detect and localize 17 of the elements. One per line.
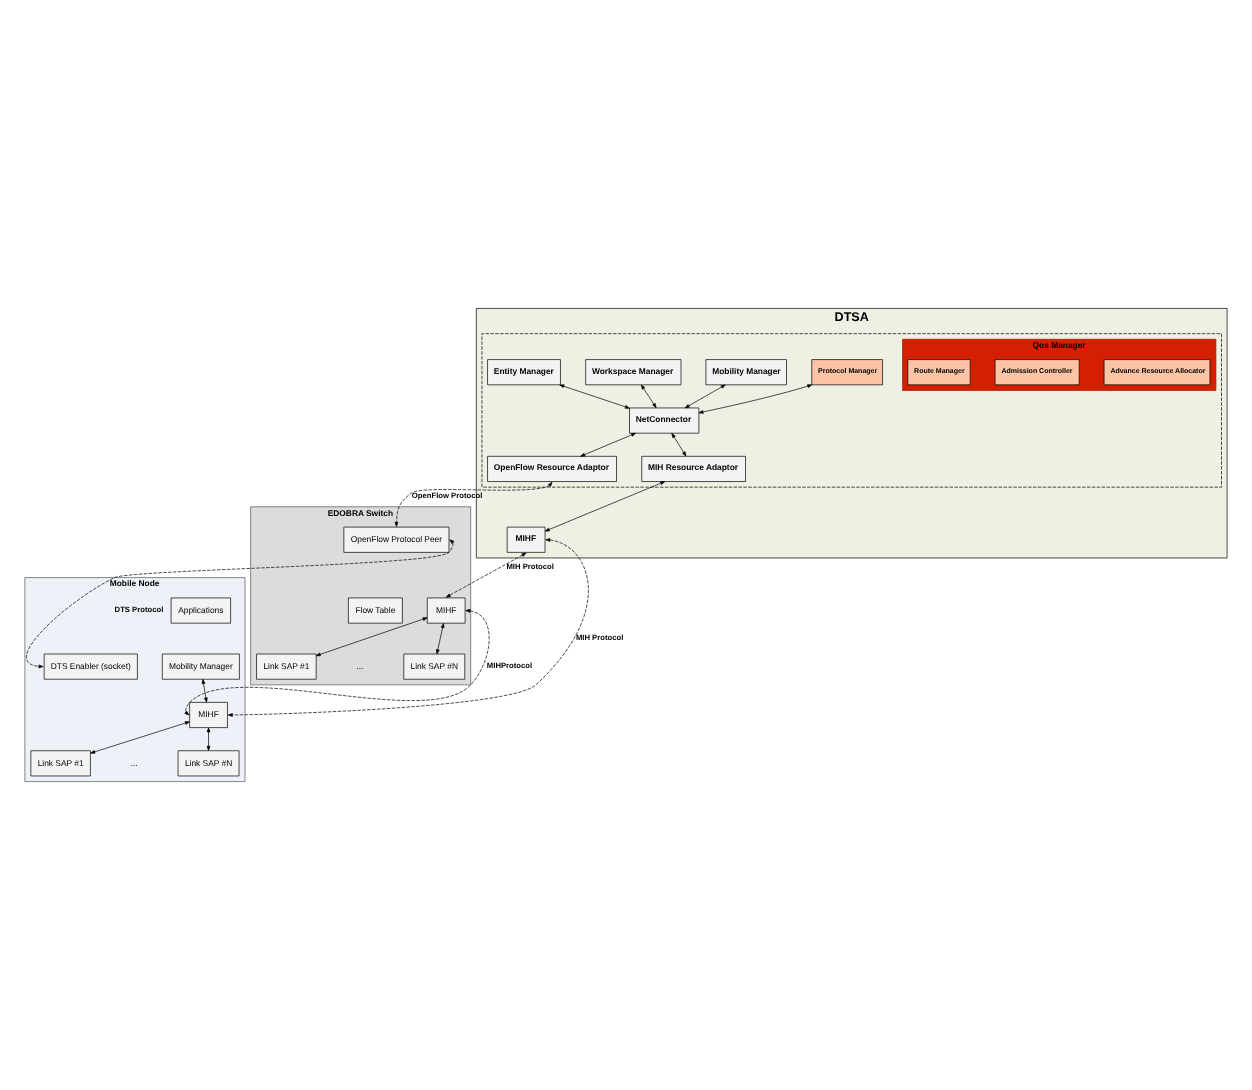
arrow — [206, 727, 211, 751]
arrow — [394, 481, 553, 527]
arrow — [544, 481, 666, 532]
arrow — [201, 679, 208, 703]
arrow — [90, 721, 190, 754]
arrow — [698, 384, 813, 414]
arrow — [227, 538, 589, 717]
arrow — [580, 432, 636, 457]
arrow — [559, 384, 630, 409]
arrow — [315, 617, 428, 657]
arrow — [436, 623, 445, 655]
arrow — [671, 433, 687, 457]
arrow — [445, 552, 527, 598]
arrow — [184, 609, 490, 716]
arrow — [640, 384, 657, 408]
arrow — [26, 539, 455, 669]
arrow — [684, 384, 726, 409]
